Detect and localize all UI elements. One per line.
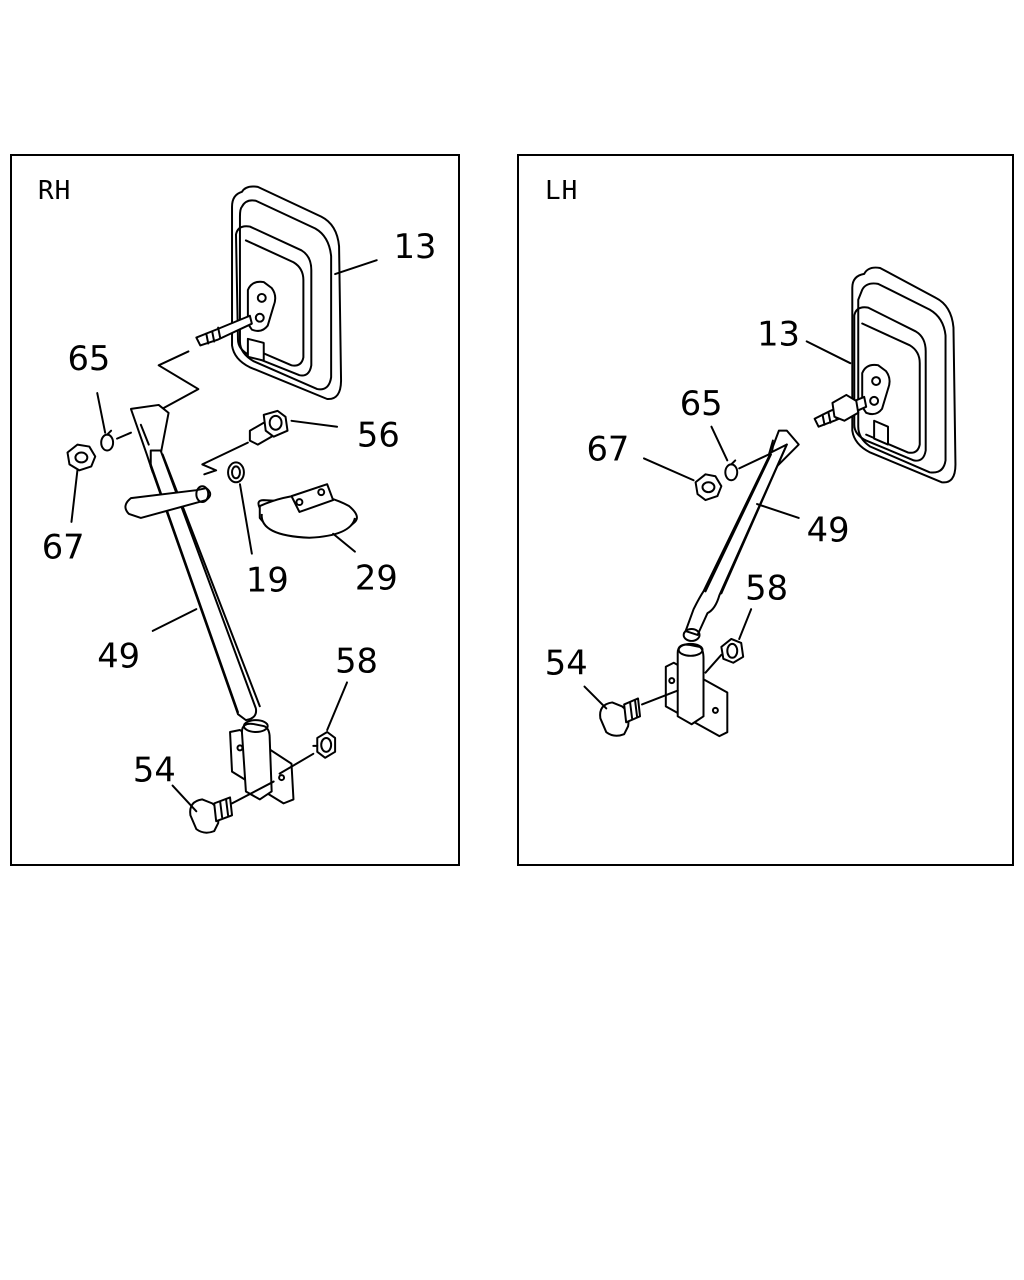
callout-67-rh: 67 xyxy=(42,528,85,567)
callout-58-lh: 58 xyxy=(745,568,788,607)
callout-49-rh: 49 xyxy=(97,637,140,676)
leader-54-lh xyxy=(583,685,608,710)
leader-19-rh xyxy=(238,483,253,555)
bolt-56-rh xyxy=(248,409,289,446)
leader-13-lh xyxy=(805,340,852,365)
leader-58-rh xyxy=(326,681,348,732)
mirror-stay-49-rh xyxy=(124,403,261,722)
panel-title-lh: LH xyxy=(545,176,579,206)
nut-58-lh xyxy=(720,637,745,664)
bolt-54-rh xyxy=(189,796,234,834)
diagram-lh: 13 65 67 49 xyxy=(545,266,957,738)
assembly-line-58-lh xyxy=(704,653,723,674)
callout-13-rh: 13 xyxy=(394,227,437,266)
leader-65-rh xyxy=(96,392,107,434)
callout-49-lh: 49 xyxy=(807,511,850,550)
lock-washer-65-rh xyxy=(100,429,115,452)
nut-58-rh xyxy=(312,731,337,759)
under-mirror-29-rh xyxy=(257,483,358,539)
panel-lh: LH 13 65 xyxy=(517,154,1014,866)
panel-rh: RH 13 65 xyxy=(10,154,460,866)
callout-65-lh: 65 xyxy=(680,384,723,423)
callout-65-rh: 65 xyxy=(68,339,111,378)
callout-54-rh: 54 xyxy=(133,751,176,790)
leader-54-rh xyxy=(171,784,198,813)
callout-13-lh: 13 xyxy=(757,314,800,353)
mirror-head-rh xyxy=(195,185,343,400)
lower-bracket-rh xyxy=(229,719,295,805)
bolt-54-lh xyxy=(599,697,642,737)
assembly-line-54-rh xyxy=(231,780,275,805)
diagram-rh: 13 65 67 49 xyxy=(42,185,437,834)
mirror-stay-49-lh xyxy=(682,429,800,642)
leader-13-rh xyxy=(334,259,378,276)
washer-19-rh xyxy=(227,461,245,484)
break-line-56 xyxy=(201,441,249,476)
leader-58-lh xyxy=(738,608,753,640)
lower-bracket-lh xyxy=(664,642,729,738)
mirror-head-lh xyxy=(813,266,957,484)
leader-49-lh xyxy=(756,503,800,519)
panel-title-rh: RH xyxy=(38,176,72,206)
callout-67-lh: 67 xyxy=(586,429,629,468)
lock-washer-65-lh xyxy=(724,459,739,482)
assembly-line-65 xyxy=(116,431,132,440)
break-line-upper-rh xyxy=(153,350,200,414)
callout-19-rh: 19 xyxy=(246,560,289,599)
leader-67-lh xyxy=(642,457,695,482)
nut-67-rh xyxy=(66,443,97,472)
leader-29-rh xyxy=(332,532,356,553)
callout-54-lh: 54 xyxy=(545,644,588,683)
leader-49-rh xyxy=(151,608,198,632)
assembly-line-65-lh xyxy=(738,451,774,470)
callout-58-rh: 58 xyxy=(335,642,378,681)
assembly-line-58-rh xyxy=(278,752,315,775)
assembly-line-54-lh xyxy=(641,689,679,706)
leader-67-rh xyxy=(70,469,79,523)
callout-29-rh: 29 xyxy=(355,558,398,597)
callout-56-rh: 56 xyxy=(357,416,400,455)
leader-56-rh xyxy=(290,419,339,428)
nut-67-lh xyxy=(694,473,723,502)
leader-65-lh xyxy=(710,425,729,462)
